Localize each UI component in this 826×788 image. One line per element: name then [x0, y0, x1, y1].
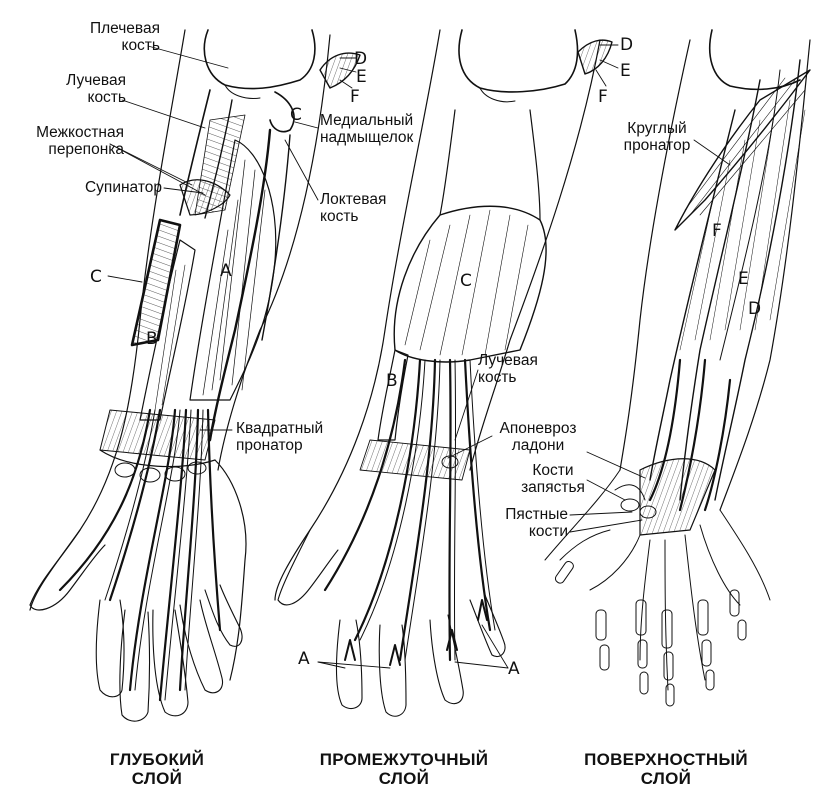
label-radius-line-2: кость — [30, 89, 126, 106]
label-carpals-line-2: запястья — [508, 479, 598, 496]
letter-E-left: E — [356, 68, 367, 86]
label-pronator-quadratus-line-2: пронатор — [236, 437, 356, 454]
label-aponeurosis-line-2: ладони — [486, 437, 590, 454]
label-metacarpal-bones: Пястные кости — [470, 506, 568, 540]
label-ulna-line-1: Локтевая — [320, 191, 440, 208]
label-carpals-line-1: Кости — [508, 462, 598, 479]
label-ulna: Локтевая кость — [320, 191, 440, 225]
label-radius-middle-line-1: Лучевая — [478, 352, 588, 369]
letter-B-left: B — [146, 330, 158, 348]
letter-F-right: F — [712, 222, 722, 240]
label-pronator-teres: Круглый пронатор — [610, 120, 704, 154]
label-humerus-line-1: Плечевая — [48, 20, 160, 37]
label-palmar-aponeurosis: Апоневроз ладони — [486, 420, 590, 454]
caption-deep-layer: ГЛУБОКИЙ СЛОЙ — [72, 750, 242, 788]
letter-A-middle-right: A — [508, 660, 520, 678]
label-medial-epicondyle-line-1: Медиальный — [320, 112, 460, 129]
caption-middle-line-1: ПРОМЕЖУТОЧНЫЙ — [298, 750, 510, 769]
label-carpal-bones: Кости запястья — [508, 462, 598, 496]
label-membrane-line-1: Межкостная — [6, 124, 124, 141]
letter-C-middle: C — [460, 272, 472, 290]
letter-D-right: D — [748, 300, 761, 318]
label-radius-middle: Лучевая кость — [478, 352, 588, 386]
letter-A-left: A — [220, 262, 232, 280]
label-pronator-teres-line-2: пронатор — [610, 137, 704, 154]
letter-E-middle: E — [620, 62, 631, 80]
caption-intermediate-layer: ПРОМЕЖУТОЧНЫЙ СЛОЙ — [298, 750, 510, 788]
letter-D-left: D — [354, 50, 367, 68]
label-humerus-line-2: кость — [48, 37, 160, 54]
letter-F-middle: F — [598, 88, 608, 106]
label-radius-line-1: Лучевая — [30, 72, 126, 89]
caption-superficial-layer: ПОВЕРХНОСТНЫЙ СЛОЙ — [560, 750, 772, 788]
caption-superficial-line-1: ПОВЕРХНОСТНЫЙ — [560, 750, 772, 769]
label-radius-middle-line-2: кость — [478, 369, 588, 386]
letter-B-middle: B — [386, 372, 398, 390]
label-humerus: Плечевая кость — [48, 20, 160, 54]
label-ulna-line-2: кость — [320, 208, 440, 225]
letter-C-left: C — [90, 268, 102, 286]
label-aponeurosis-line-1: Апоневроз — [486, 420, 590, 437]
label-metacarpals-line-1: Пястные — [470, 506, 568, 523]
letter-C-left-top: C — [290, 106, 302, 124]
caption-superficial-line-2: СЛОЙ — [560, 769, 772, 788]
label-medial-epicondyle-line-2: надмыщелок — [320, 129, 460, 146]
caption-deep-line-1: ГЛУБОКИЙ — [72, 750, 242, 769]
letter-A-middle-left: A — [298, 650, 310, 668]
label-supinator: Супинатор — [16, 179, 162, 196]
caption-deep-line-2: СЛОЙ — [72, 769, 242, 788]
label-membrane-line-2: перепонка — [6, 141, 124, 158]
letter-E-right: E — [738, 270, 749, 288]
label-pronator-quadratus: Квадратный пронатор — [236, 420, 356, 454]
label-pronator-quadratus-line-1: Квадратный — [236, 420, 356, 437]
letter-F-left: F — [350, 88, 360, 106]
label-radius: Лучевая кость — [30, 72, 126, 106]
caption-middle-line-2: СЛОЙ — [298, 769, 510, 788]
letter-D-middle: D — [620, 36, 633, 54]
label-supinator-text: Супинатор — [16, 179, 162, 196]
label-medial-epicondyle: Медиальный надмыщелок — [320, 112, 460, 146]
label-interosseous-membrane: Межкостная перепонка — [6, 124, 124, 158]
label-metacarpals-line-2: кости — [470, 523, 568, 540]
label-pronator-teres-line-1: Круглый — [610, 120, 704, 137]
